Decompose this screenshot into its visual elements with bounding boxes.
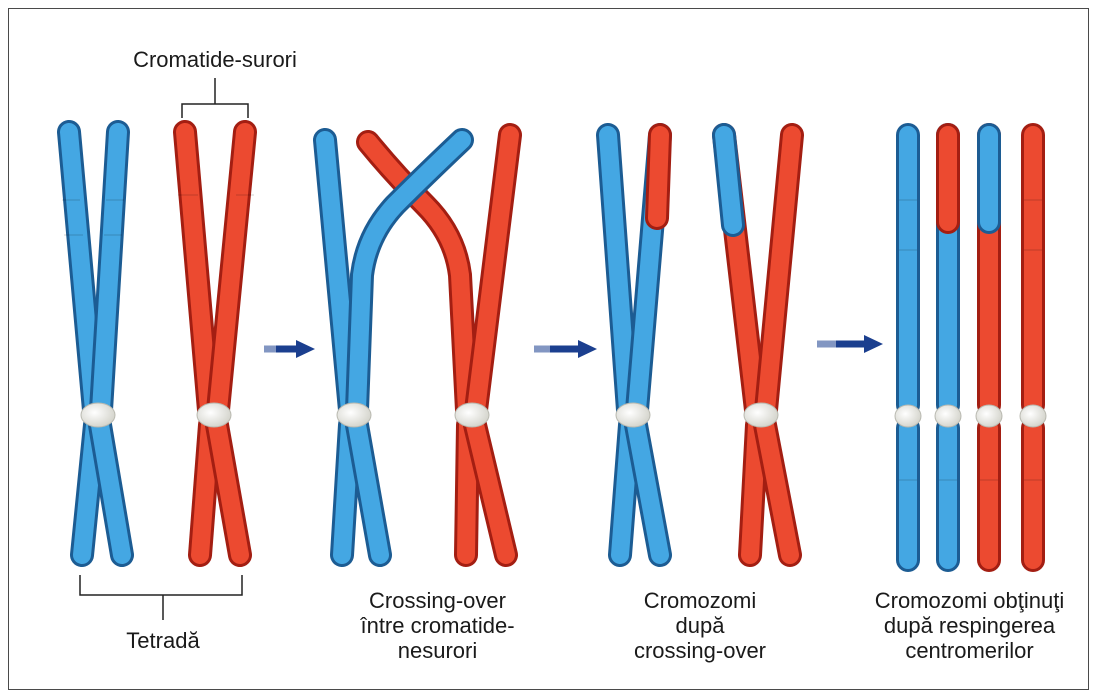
tetrad-bracket [80, 575, 242, 620]
centromere [744, 403, 778, 427]
centromere [197, 403, 231, 427]
tetrad-label: Tetradă [98, 628, 228, 653]
arrow-right-icon [817, 335, 883, 353]
arrow-right-icon [534, 340, 597, 358]
centromere [81, 403, 115, 427]
centromere [616, 403, 650, 427]
sister-chromatids-bracket [182, 78, 248, 118]
centromere [1020, 405, 1046, 427]
arrow-right-icon [264, 340, 315, 358]
crossing-over-label: Crossing-over între cromatide- nesurori [335, 588, 540, 663]
after-separation-label: Cromozomi obţinuţi după respingerea cent… [862, 588, 1077, 663]
centromere [976, 405, 1002, 427]
centromere [935, 405, 961, 427]
after-crossing-group [608, 135, 792, 555]
crossing-over-group [325, 135, 510, 555]
after-crossing-label: Cromozomi după crossing-over [600, 588, 800, 663]
centromere [895, 405, 921, 427]
centromere [455, 403, 489, 427]
sister-chromatids-label: Cromatide-surori [110, 47, 320, 72]
blue-chromosome-1 [69, 132, 122, 555]
tetrad-group [69, 78, 248, 620]
separated-chromatids-group [895, 135, 1046, 560]
centromere [337, 403, 371, 427]
